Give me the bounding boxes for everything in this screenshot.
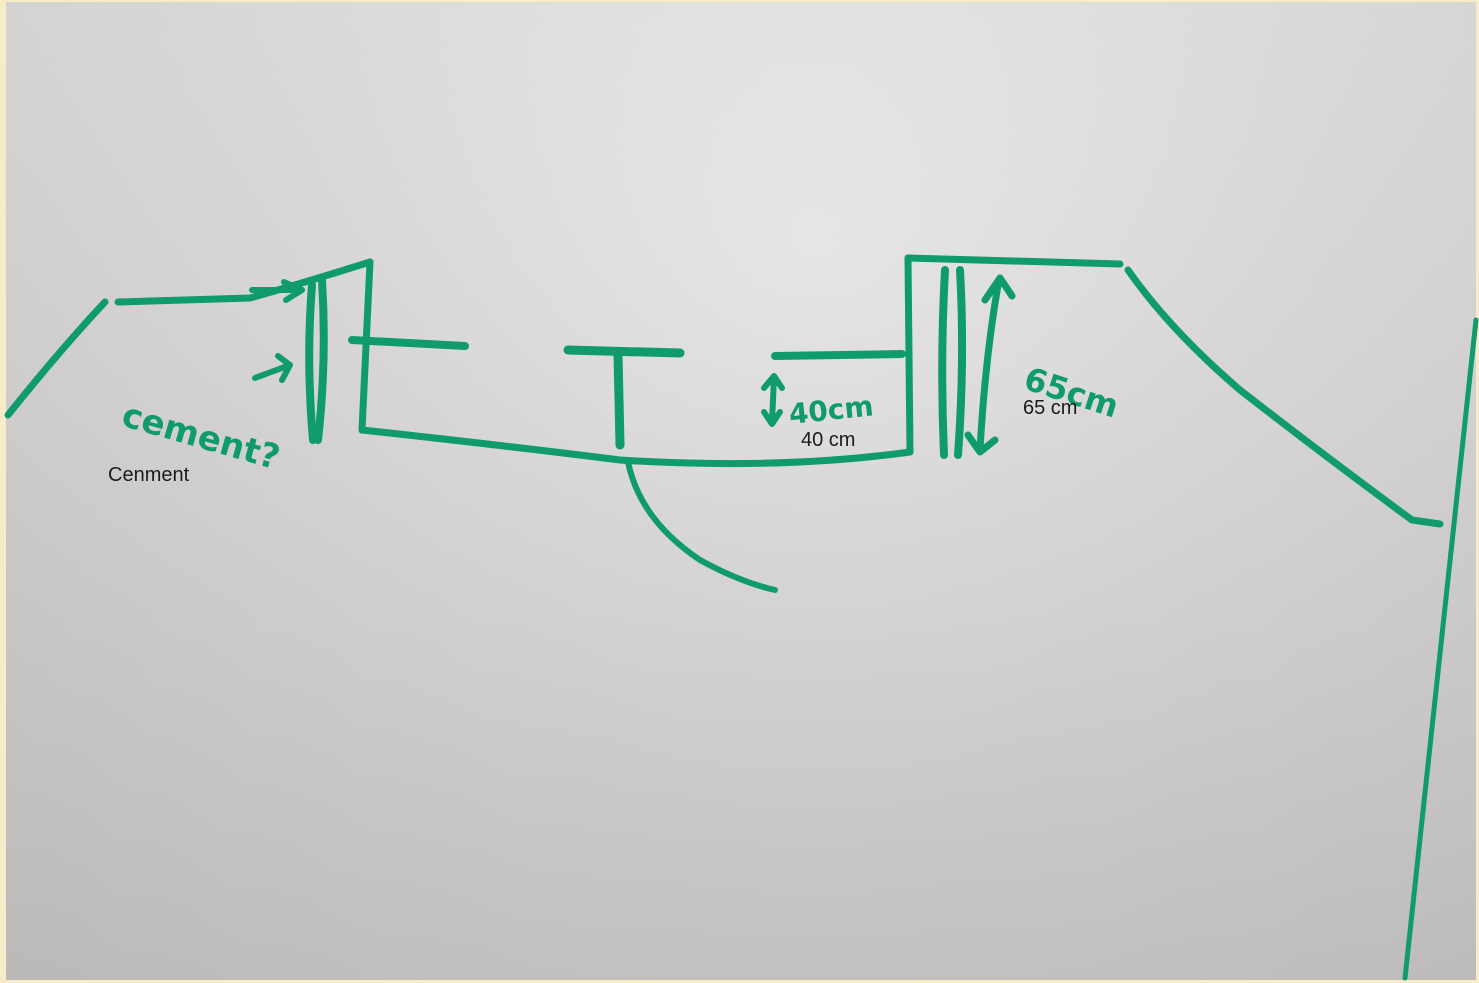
pit-left-side: [358, 258, 374, 434]
board-lighting: [6, 2, 1476, 980]
dim-large-arrow: [964, 274, 1016, 456]
level-left-dash: [348, 336, 469, 350]
left-slope-line: [4, 298, 109, 419]
t-post-bar: [563, 345, 685, 358]
pit-right-side: [904, 254, 914, 456]
cement-label: Cenment: [108, 464, 190, 486]
dim-small-label: 40 cm: [801, 429, 856, 451]
level-right-dash: [771, 350, 906, 360]
pit-bottom: [358, 426, 914, 468]
dim-large-label: 65 cm: [1023, 397, 1078, 419]
arrow-top: [249, 279, 305, 303]
dim-small-arrow: [761, 373, 785, 427]
left-top-line: [114, 258, 374, 306]
right-wall-line-a: [938, 266, 949, 459]
left-wall-inner: [314, 276, 328, 444]
arrow-mid: [252, 353, 293, 383]
handwritten-40cm: 40cm: [787, 389, 875, 431]
drain-pipe: [625, 459, 778, 593]
t-post-stem: [613, 350, 625, 450]
whiteboard: [6, 2, 1476, 980]
right-top-line: [904, 254, 1124, 268]
board-edge-line: [1402, 317, 1479, 981]
right-wall-line-b: [954, 266, 967, 459]
left-wall-outer: [305, 281, 317, 444]
right-slope-line: [1124, 266, 1444, 528]
